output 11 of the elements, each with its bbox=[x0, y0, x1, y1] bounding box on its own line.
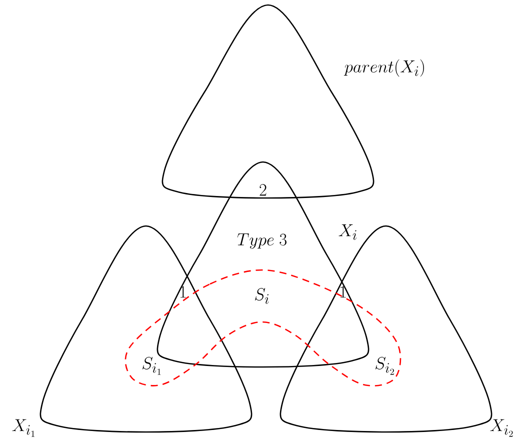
region-label: $S_{i_1}$ bbox=[142, 356, 161, 375]
region-label: $Type\ 3$ bbox=[237, 234, 286, 249]
set-label: $X_i$ bbox=[338, 224, 356, 240]
set-label: $X_{i_2}$ bbox=[490, 419, 513, 437]
region-label: $1$ bbox=[340, 286, 346, 298]
set-label: $parent(X_i)$ bbox=[344, 59, 424, 77]
region-label: $S_{i_2}$ bbox=[375, 356, 394, 375]
set-label: $S_i$ bbox=[255, 288, 269, 304]
region-label: $2$ bbox=[260, 184, 266, 196]
region-label: $1$ bbox=[180, 286, 186, 298]
set-label: $X_{i_1}$ bbox=[12, 419, 34, 437]
